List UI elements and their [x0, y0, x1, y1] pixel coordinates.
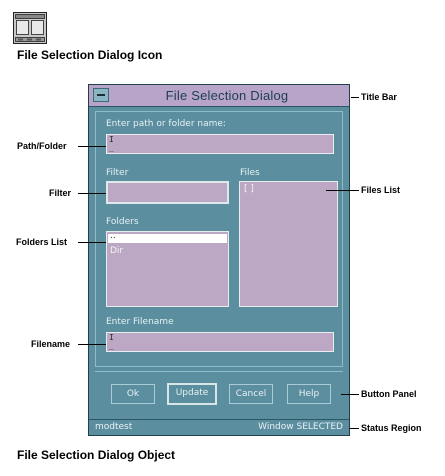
- path-folder-callout-line: [78, 146, 106, 147]
- folders-list-item[interactable]: Dir: [110, 246, 124, 256]
- icon-caption: File Selection Dialog Icon: [17, 48, 163, 62]
- button-panel: Ok Update Cancel Help: [95, 371, 343, 415]
- help-button[interactable]: Help: [287, 384, 331, 404]
- button-panel-callout: Button Panel: [361, 389, 417, 399]
- files-list-item[interactable]: [ ]: [244, 184, 254, 194]
- text-cursor-icon: I_: [109, 135, 114, 152]
- filter-input[interactable]: [106, 181, 229, 204]
- dialog-content: Enter path or folder name: I_ Filter Fil…: [95, 111, 343, 367]
- button-panel-callout-line: [341, 394, 359, 395]
- filename-callout-line: [78, 344, 106, 345]
- file-selection-dialog-icon: [13, 12, 47, 44]
- files-list-callout: Files List: [361, 185, 401, 195]
- text-cursor-icon: I_: [109, 333, 114, 350]
- path-folder-input[interactable]: I_: [106, 134, 334, 154]
- cancel-button[interactable]: Cancel: [229, 384, 273, 404]
- status-region-callout-line: [349, 428, 359, 429]
- folders-list-item-selected[interactable]: ..: [108, 231, 227, 243]
- path-label: Enter path or folder name:: [106, 119, 226, 129]
- status-right-text: Window SELECTED: [258, 422, 343, 432]
- folders-list-callout: Folders List: [16, 237, 68, 247]
- path-folder-callout: Path/Folder: [17, 141, 67, 151]
- update-button[interactable]: Update: [167, 383, 217, 405]
- ok-button[interactable]: Ok: [111, 384, 155, 404]
- filter-label: Filter: [106, 168, 129, 178]
- folders-list-callout-line: [78, 242, 106, 243]
- figure-caption: File Selection Dialog Object: [17, 448, 176, 462]
- folders-label: Folders: [106, 217, 139, 227]
- files-list-callout-line: [326, 190, 359, 191]
- status-region-callout: Status Region: [361, 423, 422, 433]
- files-list[interactable]: [ ]: [239, 181, 338, 307]
- status-region: modtest Window SELECTED: [89, 419, 349, 435]
- minus-icon: [97, 94, 105, 96]
- dialog-icon-graphic: [13, 12, 47, 44]
- filename-callout: Filename: [31, 339, 71, 349]
- filename-input[interactable]: I_: [106, 332, 334, 352]
- title-bar[interactable]: File Selection Dialog: [89, 85, 349, 107]
- dialog-title: File Selection Dialog: [165, 88, 289, 103]
- title-bar-callout-line: [351, 97, 359, 98]
- title-bar-callout: Title Bar: [361, 92, 397, 102]
- folders-list[interactable]: .. Dir: [106, 231, 229, 307]
- filter-callout-line: [78, 193, 106, 194]
- filter-callout: Filter: [49, 188, 72, 198]
- filename-label: Enter Filename: [106, 317, 174, 327]
- window-menu-button[interactable]: [93, 88, 109, 102]
- folders-list-item: ..: [110, 231, 116, 241]
- files-label: Files: [240, 168, 260, 178]
- status-left-text: modtest: [95, 422, 133, 432]
- file-selection-dialog: File Selection Dialog Enter path or fold…: [88, 84, 350, 436]
